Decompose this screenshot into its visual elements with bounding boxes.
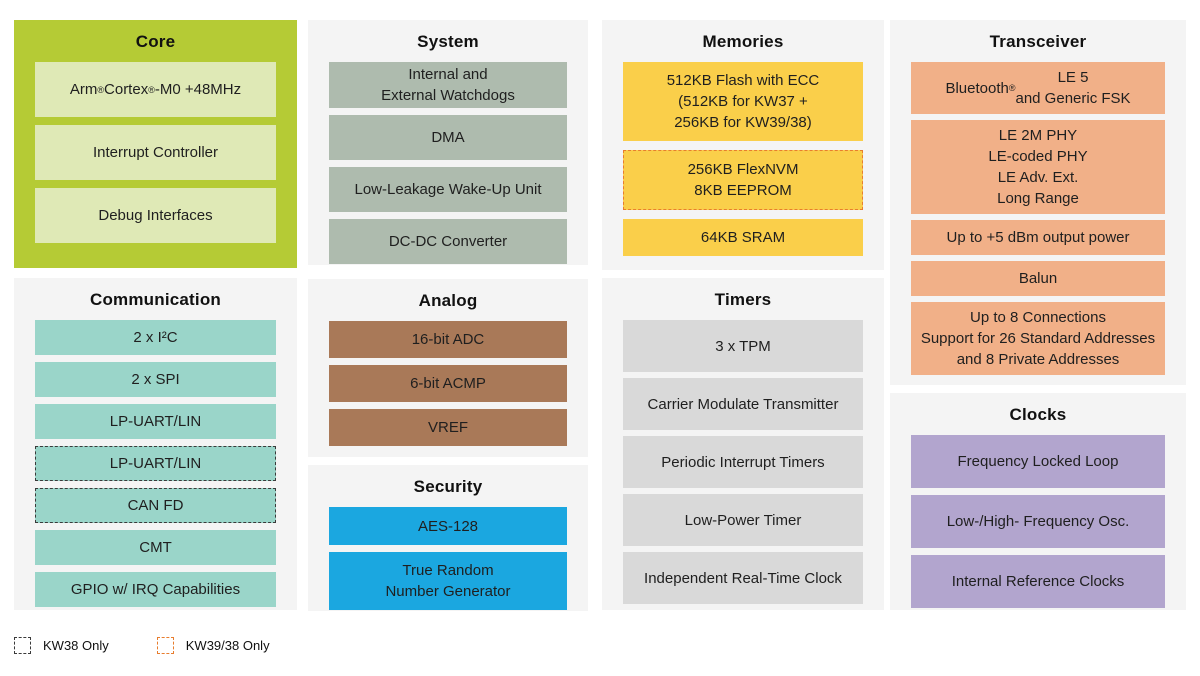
panel-communication-blocks: 2 x I²C 2 x SPI LP-UART/LIN LP-UART/LIN CAN … xyxy=(14,320,297,607)
communication-feature-block: GPIO w/ IRQ Capabilities xyxy=(35,572,276,607)
legend-item-kw39: KW39/38 Only xyxy=(156,637,270,654)
clocks-feature-block: Frequency Locked Loop xyxy=(911,435,1165,488)
timers-feature-block: Low-Power Timer xyxy=(623,494,863,546)
clocks-feature-block: Low-/High- Frequency Osc. xyxy=(911,495,1165,548)
core-feature-block: Debug Interfaces xyxy=(35,188,276,243)
panel-security-title: Security xyxy=(413,477,483,496)
system-feature-block: DC-DC Converter xyxy=(329,219,567,264)
memories-feature-block: 512KB Flash with ECC(512KB for KW37 +256… xyxy=(623,62,863,141)
timers-feature-block: Carrier Modulate Transmitter xyxy=(623,378,863,430)
core-feature-block: Arm® Cortex®-M0 +48MHz xyxy=(35,62,276,117)
communication-feature-block: CMT xyxy=(35,530,276,565)
timers-feature-block: Periodic Interrupt Timers xyxy=(623,436,863,488)
communication-feature-block: 2 x SPI xyxy=(35,362,276,397)
timers-feature-block: 3 x TPM xyxy=(623,320,863,372)
panel-clocks-title: Clocks xyxy=(1009,405,1067,424)
system-feature-block: DMA xyxy=(329,115,567,160)
panel-system-title: System xyxy=(417,32,479,51)
analog-feature-block: VREF xyxy=(329,409,567,446)
system-feature-block: Low-Leakage Wake-Up Unit xyxy=(329,167,567,212)
panel-timers-title: Timers xyxy=(714,290,772,309)
panel-communication-title: Communication xyxy=(89,290,222,309)
clocks-feature-block: Internal Reference Clocks xyxy=(911,555,1165,608)
panel-transceiver-title: Transceiver xyxy=(989,32,1087,51)
panel-timers: Timers 3 x TPM Carrier Modulate Transmitt… xyxy=(602,278,884,610)
legend: KW38 Only KW39/38 Only xyxy=(14,637,270,654)
panel-memories: Memories 512KB Flash with ECC(512KB for … xyxy=(602,20,884,270)
transceiver-feature-block: Balun xyxy=(911,261,1165,296)
timers-feature-block: Independent Real-Time Clock xyxy=(623,552,863,604)
kw39-dashed-swatch-icon xyxy=(156,637,174,654)
analog-feature-block: 16-bit ADC xyxy=(329,321,567,358)
panel-analog-blocks: 16-bit ADC 6-bit ACMP VREF xyxy=(308,321,588,446)
panel-core-title: Core xyxy=(135,32,176,51)
panel-memories-blocks: 512KB Flash with ECC(512KB for KW37 +256… xyxy=(602,62,884,256)
communication-feature-block: 2 x I²C xyxy=(35,320,276,355)
legend-label-kw39: KW39/38 Only xyxy=(185,638,270,653)
transceiver-feature-block: Up to +5 dBm output power xyxy=(911,220,1165,255)
communication-feature-block: CAN FD xyxy=(35,488,276,523)
legend-label-kw38: KW38 Only xyxy=(43,638,109,653)
panel-analog: Analog 16-bit ADC 6-bit ACMP VREF xyxy=(308,279,588,457)
legend-item-kw38: KW38 Only xyxy=(14,637,109,654)
security-feature-block: AES-128 xyxy=(329,507,567,545)
memories-feature-block: 64KB SRAM xyxy=(623,219,863,256)
communication-feature-block: LP-UART/LIN xyxy=(35,446,276,481)
panel-analog-title: Analog xyxy=(418,291,478,310)
communication-feature-block: LP-UART/LIN xyxy=(35,404,276,439)
panel-memories-title: Memories xyxy=(702,32,784,51)
analog-feature-block: 6-bit ACMP xyxy=(329,365,567,402)
panel-communication: Communication 2 x I²C 2 x SPI LP-UART/LIN L… xyxy=(14,278,297,610)
core-feature-block: Interrupt Controller xyxy=(35,125,276,180)
kw38-dashed-swatch-icon xyxy=(14,637,31,654)
